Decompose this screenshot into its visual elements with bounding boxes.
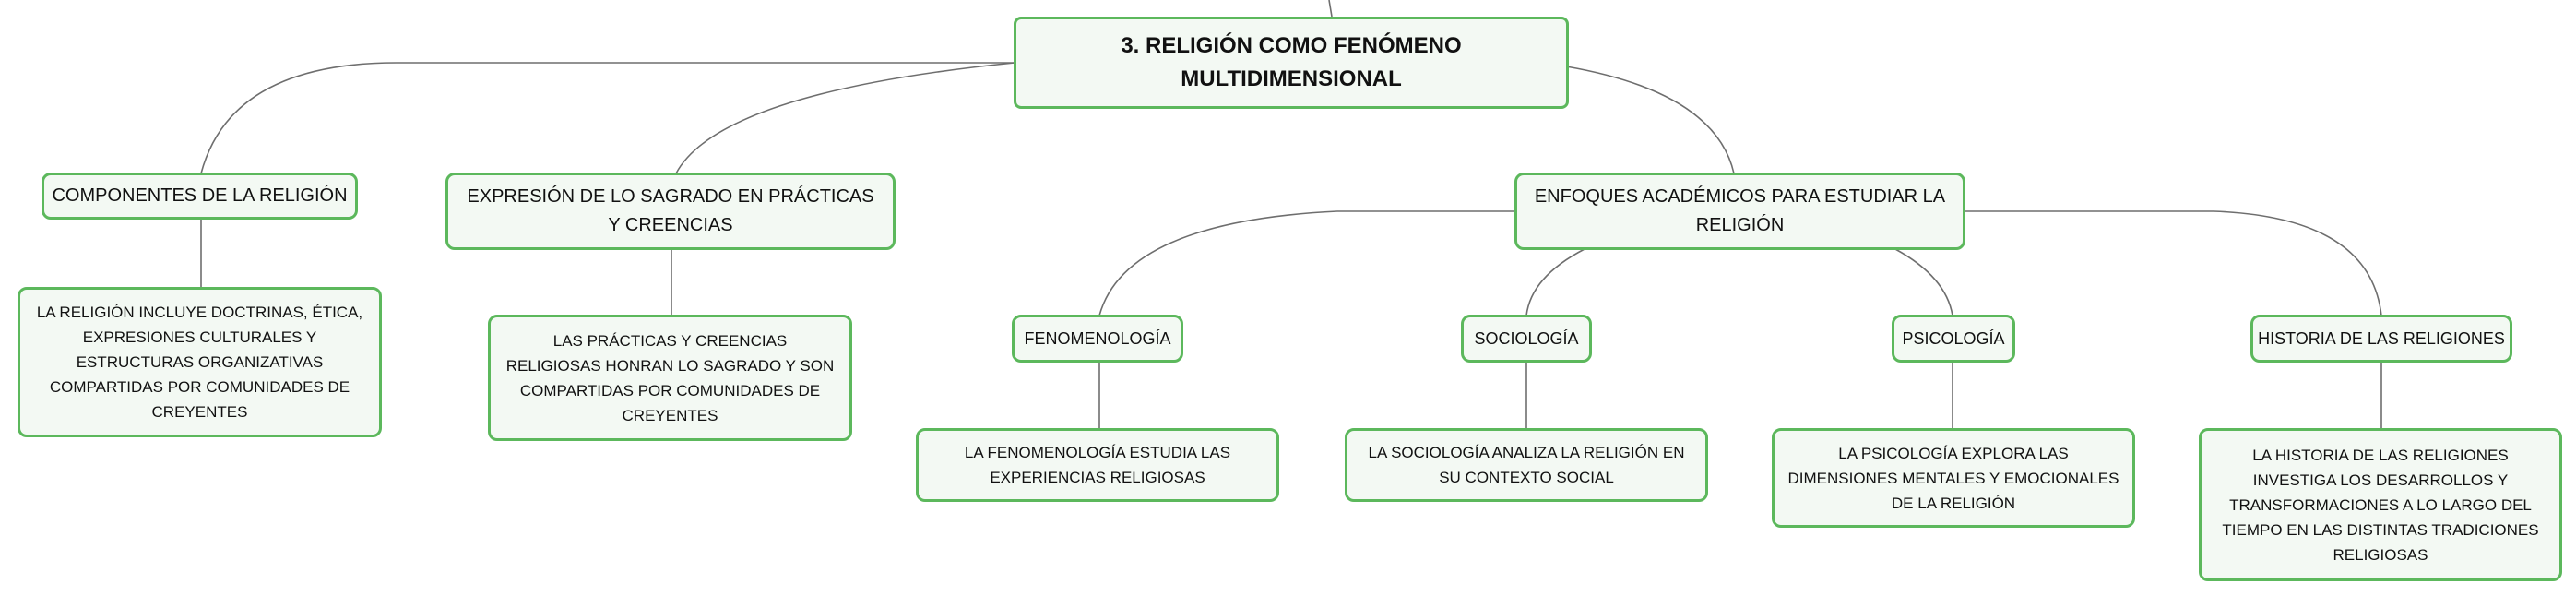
topic-enfoques-label: ENFOQUES ACADÉMICOS PARA ESTUDIAR LA REL… <box>1534 186 1946 235</box>
topic-expresion[interactable]: EXPRESIÓN DE LO SAGRADO EN PRÁCTICAS Y C… <box>445 173 896 250</box>
detail-componentes-text: LA RELIGIÓN INCLUYE DOCTRINAS, ÉTICA, EX… <box>36 304 363 421</box>
detail-expresion[interactable]: LAS PRÁCTICAS Y CREENCIAS RELIGIOSAS HON… <box>488 315 852 441</box>
detail-expresion-text: LAS PRÁCTICAS Y CREENCIAS RELIGIOSAS HON… <box>505 331 835 424</box>
connector-enfoques-sociologia <box>1525 248 1585 316</box>
topic-fenomenologia-label: FENOMENOLOGÍA <box>1024 329 1171 348</box>
connector-root-componentes <box>200 62 1015 174</box>
topic-psicologia[interactable]: PSICOLOGÍA <box>1892 315 2015 363</box>
connector-root-enfoques <box>1565 66 1735 174</box>
connector-enfoques-fenomenologia <box>1098 210 1515 316</box>
topic-psicologia-label: PSICOLOGÍA <box>1902 329 2005 348</box>
topic-historia-label: HISTORIA DE LAS RELIGIONES <box>2258 329 2505 348</box>
connector-enfoques-psicologia <box>1894 248 1953 316</box>
detail-psicologia-text: LA PSICOLOGÍA EXPLORA LAS DIMENSIONES ME… <box>1787 444 2119 512</box>
root-topic[interactable]: 3. RELIGIÓN COMO FENÓMENO MULTIDIMENSION… <box>1014 17 1569 109</box>
connector-root-parent <box>1328 0 1333 18</box>
connector-enfoques-historia <box>1965 210 2382 316</box>
detail-componentes[interactable]: LA RELIGIÓN INCLUYE DOCTRINAS, ÉTICA, EX… <box>18 287 382 437</box>
topic-expresion-label: EXPRESIÓN DE LO SAGRADO EN PRÁCTICAS Y C… <box>467 186 874 235</box>
detail-psicologia[interactable]: LA PSICOLOGÍA EXPLORA LAS DIMENSIONES ME… <box>1772 428 2135 528</box>
topic-enfoques[interactable]: ENFOQUES ACADÉMICOS PARA ESTUDIAR LA REL… <box>1514 173 1965 250</box>
topic-componentes[interactable]: COMPONENTES DE LA RELIGIÓN <box>42 173 358 220</box>
detail-fenomenologia-text: LA FENOMENOLOGÍA ESTUDIA LAS EXPERIENCIA… <box>964 444 1231 486</box>
topic-sociologia-label: SOCIOLOGÍA <box>1474 329 1579 348</box>
detail-sociologia-text: LA SOCIOLOGÍA ANALIZA LA RELIGIÓN EN SU … <box>1368 444 1685 486</box>
detail-sociologia[interactable]: LA SOCIOLOGÍA ANALIZA LA RELIGIÓN EN SU … <box>1345 428 1708 502</box>
detail-fenomenologia[interactable]: LA FENOMENOLOGÍA ESTUDIA LAS EXPERIENCIA… <box>916 428 1279 502</box>
topic-fenomenologia[interactable]: FENOMENOLOGÍA <box>1012 315 1183 363</box>
topic-componentes-label: COMPONENTES DE LA RELIGIÓN <box>52 185 348 206</box>
connector-root-expresion <box>675 62 1015 174</box>
detail-historia[interactable]: LA HISTORIA DE LAS RELIGIONES INVESTIGA … <box>2199 428 2562 581</box>
detail-historia-text: LA HISTORIA DE LAS RELIGIONES INVESTIGA … <box>2222 446 2539 564</box>
topic-sociologia[interactable]: SOCIOLOGÍA <box>1461 315 1592 363</box>
root-topic-label: 3. RELIGIÓN COMO FENÓMENO MULTIDIMENSION… <box>1121 33 1462 91</box>
topic-historia[interactable]: HISTORIA DE LAS RELIGIONES <box>2250 315 2512 363</box>
